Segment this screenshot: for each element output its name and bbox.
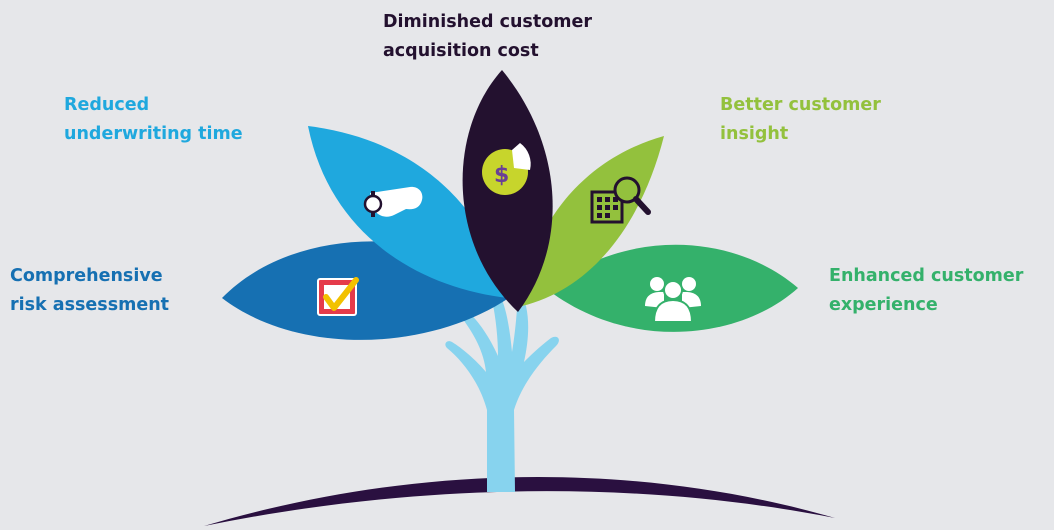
people-group-icon bbox=[645, 277, 701, 323]
label-customer-experience: Enhanced customer experience bbox=[829, 266, 1024, 315]
label-underwriting-time: Reduced underwriting time bbox=[64, 95, 243, 144]
petal-underwriting bbox=[308, 126, 508, 298]
building-magnifier-icon bbox=[590, 176, 651, 224]
dollar-pie-chart-icon: $ bbox=[482, 143, 531, 195]
hand-trunk bbox=[445, 292, 559, 492]
label-risk-assessment: Comprehensive risk assessment bbox=[10, 266, 170, 315]
ground-arc bbox=[204, 476, 835, 526]
label-customer-insight: Better customer insight bbox=[720, 95, 881, 144]
label-acquisition-cost: Diminished customer acquisition cost bbox=[383, 12, 592, 61]
checkbox-tick-icon bbox=[317, 277, 359, 316]
svg-text:$: $ bbox=[494, 163, 509, 188]
wristwatch-hand-icon bbox=[363, 186, 423, 217]
